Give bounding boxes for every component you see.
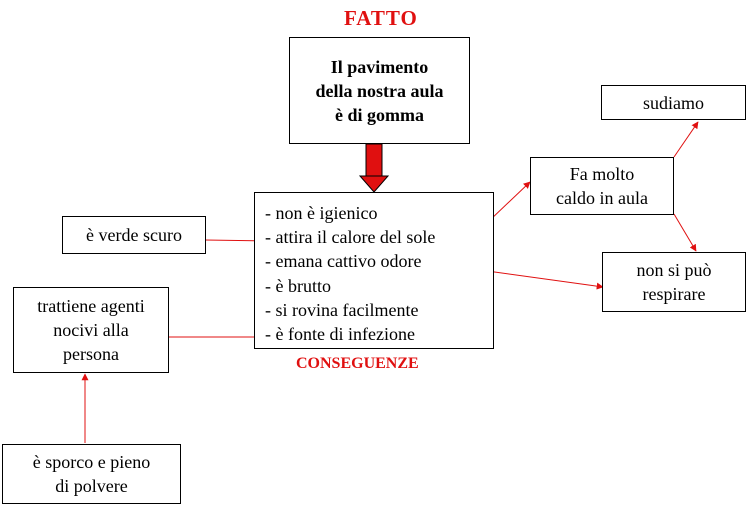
- diagram-title: FATTO: [344, 6, 418, 30]
- sporco-box: è sporco e pieno di polvere: [2, 444, 181, 504]
- sporco-line: è sporco e pieno: [32, 452, 151, 472]
- verde-text: è verde scuro: [86, 225, 182, 245]
- arrow-caldo-to-sudiamo: [673, 121, 699, 158]
- fatto-line: Il pavimento: [330, 56, 429, 77]
- trattiene-line: trattiene agenti: [37, 296, 145, 316]
- conseguenza-item: - emana cattivo odore: [265, 251, 422, 272]
- respirare-line: non si può: [636, 260, 712, 280]
- conseguenza-item: - è brutto: [265, 275, 331, 296]
- sporco-line: di polvere: [55, 476, 128, 496]
- sudiamo-text: sudiamo: [643, 92, 704, 113]
- fatto-box: Il pavimento della nostra aula è di gomm…: [289, 37, 470, 144]
- conseguenza-item: - attira il calore del sole: [265, 227, 436, 248]
- conseguenze-label: CONSEGUENZE: [296, 355, 419, 372]
- respirare-line: respirare: [642, 284, 706, 304]
- trattiene-box: trattiene agenti nocivi alla persona: [13, 287, 169, 373]
- caldo-line: caldo in aula: [556, 188, 648, 208]
- respirare-box: non si può respirare: [602, 252, 746, 312]
- caldo-line: Fa molto: [569, 164, 635, 184]
- sudiamo-box: sudiamo: [601, 85, 746, 120]
- fatto-line: è di gomma: [334, 104, 424, 125]
- trattiene-line: nocivi alla: [53, 320, 129, 340]
- conseguenza-item: - è fonte di infezione: [265, 323, 415, 344]
- trattiene-line: persona: [63, 344, 119, 364]
- conseguenze-box: - non è igienico - attira il calore del …: [254, 192, 494, 349]
- main-down-arrow: [358, 143, 390, 193]
- arrow-caldo-to-respirare: [673, 213, 697, 252]
- verde-box: è verde scuro: [62, 216, 206, 254]
- conseguenza-item: - si rovina facilmente: [265, 299, 419, 320]
- conseguenza-item: - non è igienico: [265, 203, 378, 223]
- caldo-box: Fa molto caldo in aula: [530, 157, 674, 215]
- fatto-line: della nostra aula: [315, 80, 444, 101]
